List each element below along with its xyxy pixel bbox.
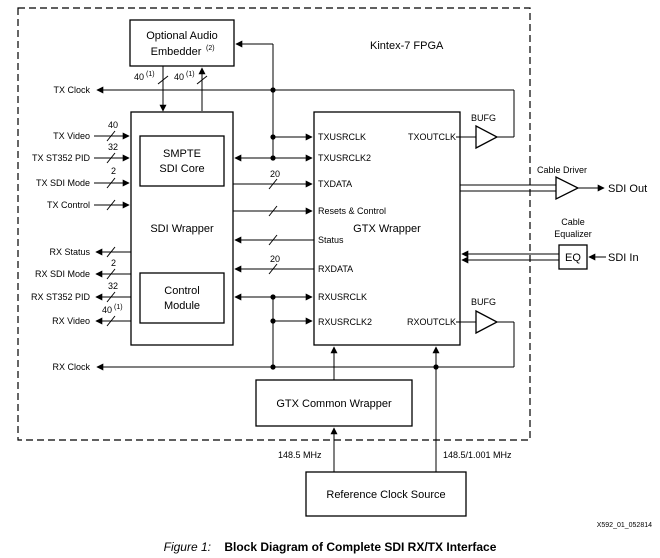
equalizer-label: EQ bbox=[565, 252, 581, 264]
label-tx-control: TX Control bbox=[47, 200, 90, 210]
control-module-label-1: Control bbox=[164, 285, 199, 297]
figure-caption: Figure 1: Block Diagram of Complete SDI … bbox=[164, 540, 497, 554]
port-txoutclk: TXOUTCLK bbox=[408, 132, 456, 142]
cable-driver-buffer bbox=[555, 175, 580, 201]
audio-embedder-label-1: Optional Audio bbox=[146, 30, 218, 42]
width-tx-sdi-mode: 2 bbox=[111, 166, 116, 176]
width-audio-right-footnote: (1) bbox=[186, 71, 195, 78]
bufg-top-buffer bbox=[475, 124, 499, 150]
label-rx-status: RX Status bbox=[49, 247, 90, 257]
port-txusrclk2: TXUSRCLK2 bbox=[318, 153, 371, 163]
width-audio-left: 40 bbox=[134, 72, 144, 82]
cable-driver-label: Cable Driver bbox=[537, 165, 587, 175]
fpga-boundary bbox=[17, 7, 531, 441]
figure-id: X592_01_052814 bbox=[597, 522, 652, 529]
width-tx-video: 40 bbox=[108, 120, 118, 130]
freq-148-5-1001: 148.5/1.001 MHz bbox=[443, 450, 512, 460]
smpte-label-2: SDI Core bbox=[159, 163, 204, 175]
gtx-common-wrapper-label: GTX Common Wrapper bbox=[276, 398, 392, 410]
label-rx-sdi-mode: RX SDI Mode bbox=[35, 269, 90, 279]
port-rxdata: RXDATA bbox=[318, 264, 353, 274]
cable-equalizer-label-2: Equalizer bbox=[554, 229, 592, 239]
gtx-wrapper-block bbox=[313, 111, 461, 346]
audio-embedder-block bbox=[129, 19, 235, 67]
smpte-label-1: SMPTE bbox=[163, 148, 201, 160]
width-rxdata: 20 bbox=[270, 254, 280, 264]
label-rx-clock: RX Clock bbox=[52, 362, 90, 372]
smpte-sdi-core-block bbox=[139, 135, 225, 187]
caption-prefix: Figure 1: bbox=[164, 540, 211, 554]
bufg-top-label: BUFG bbox=[471, 113, 496, 123]
control-module-label-2: Module bbox=[164, 300, 200, 312]
sdi-in-label: SDI In bbox=[608, 252, 639, 264]
width-rx-sdi-mode: 2 bbox=[111, 258, 116, 268]
width-rx-video-footnote: (1) bbox=[114, 304, 123, 311]
audio-embedder-footnote: (2) bbox=[206, 45, 215, 52]
port-rxusrclk: RXUSRCLK bbox=[318, 292, 367, 302]
reference-clock-source-block bbox=[305, 471, 467, 517]
label-tx-sdi-mode: TX SDI Mode bbox=[36, 178, 90, 188]
gtx-wrapper-label: GTX Wrapper bbox=[353, 223, 421, 235]
width-audio-right: 40 bbox=[174, 72, 184, 82]
port-rxoutclk: RXOUTCLK bbox=[407, 317, 456, 327]
width-rx-video: 40 bbox=[102, 305, 112, 315]
label-rx-st352-pid: RX ST352 PID bbox=[31, 292, 91, 302]
width-audio-left-footnote: (1) bbox=[146, 71, 155, 78]
equalizer-block bbox=[558, 244, 588, 270]
port-status: Status bbox=[318, 235, 344, 245]
bufg-bottom-label: BUFG bbox=[471, 297, 496, 307]
audio-embedder-label-2: Embedder bbox=[151, 46, 202, 58]
control-module-block bbox=[139, 272, 225, 324]
bufg-bottom-buffer bbox=[475, 309, 499, 335]
width-txdata: 20 bbox=[270, 169, 280, 179]
connection-wires bbox=[94, 40, 606, 472]
freq-148-5: 148.5 MHz bbox=[278, 450, 322, 460]
cable-equalizer-label-1: Cable bbox=[561, 217, 585, 227]
fpga-label: Kintex-7 FPGA bbox=[370, 40, 444, 52]
label-rx-video: RX Video bbox=[52, 316, 90, 326]
port-txusrclk: TXUSRCLK bbox=[318, 132, 366, 142]
port-txdata: TXDATA bbox=[318, 179, 352, 189]
port-resets-control: Resets & Control bbox=[318, 206, 386, 216]
port-rxusrclk2: RXUSRCLK2 bbox=[318, 317, 372, 327]
junction-dots bbox=[270, 87, 439, 370]
width-rx-st352: 32 bbox=[108, 281, 118, 291]
sdi-wrapper-label: SDI Wrapper bbox=[150, 223, 214, 235]
label-tx-clock: TX Clock bbox=[53, 85, 90, 95]
label-tx-video: TX Video bbox=[53, 131, 90, 141]
label-tx-st352-pid: TX ST352 PID bbox=[32, 153, 91, 163]
caption-title: Block Diagram of Complete SDI RX/TX Inte… bbox=[224, 540, 496, 554]
reference-clock-source-label: Reference Clock Source bbox=[326, 489, 445, 501]
sdi-out-label: SDI Out bbox=[608, 183, 647, 195]
width-tx-st352: 32 bbox=[108, 142, 118, 152]
